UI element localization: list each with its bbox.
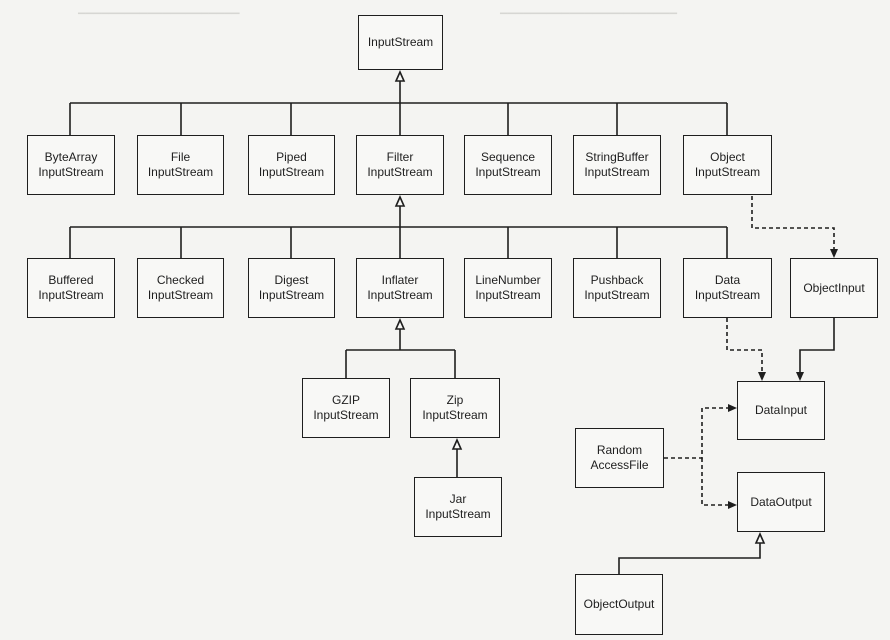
node-sequence-inputstream: Sequence InputStream [464,135,552,195]
extends-connector [799,318,835,373]
node-object-inputstream: Object InputStream [683,135,772,195]
node-label: InputStream [584,165,650,179]
node-label: InputStream [422,408,488,422]
node-label: AccessFile [590,458,649,472]
node-dataoutput: DataOutput [737,472,825,532]
inheritance-arrowhead [451,438,463,450]
node-label: DataOutput [750,494,812,509]
node-label: Pushback [590,273,644,287]
node-label: InputStream [694,288,761,302]
node-label: StringBuffer [585,150,649,164]
implements-connector [751,196,835,250]
node-label: Sequence [480,150,536,164]
inheritance-arrowhead [394,70,406,82]
node-label: InputStream [147,165,214,179]
node-label: InputStream [38,288,104,302]
inheritance-arrowhead [394,195,406,207]
node-label: InputStream [367,288,433,302]
node-label: Jar [449,492,467,506]
inheritance-arrowhead [394,318,406,330]
node-datainput: DataInput [737,381,825,440]
node-label: InputStream [367,165,433,179]
node-checked-inputstream: Checked InputStream [137,258,224,318]
node-label: InputStream [147,288,214,302]
node-digest-inputstream: Digest InputStream [248,258,335,318]
inheritance-arrowhead [754,532,766,544]
extends-arrowhead [796,372,804,381]
node-buffered-inputstream: Buffered InputStream [27,258,115,318]
node-zip-inputstream: Zip InputStream [410,378,500,438]
node-label: InputStream [367,35,434,49]
node-label: ObjectInput [803,280,865,295]
node-label: InputStream [475,165,541,179]
node-label: InputStream [475,288,541,302]
node-label: ByteArray [44,150,98,164]
node-objectoutput: ObjectOutput [575,574,663,635]
node-objectinput: ObjectInput [790,258,878,318]
node-stringbuffer-inputstream: StringBuffer InputStream [573,135,661,195]
inheritance-stem [618,543,761,574]
node-label: GZIP [331,393,360,407]
node-label: LineNumber [475,273,541,287]
node-label: Piped [276,150,307,164]
node-gzip-inputstream: GZIP InputStream [302,378,390,438]
node-piped-inputstream: Piped InputStream [248,135,335,195]
implements-connector [726,318,763,373]
node-label: Random [596,443,643,457]
node-label: InputStream [313,408,379,422]
implements-arrowhead [758,372,766,381]
implements-connector [701,458,729,506]
node-label: Checked [156,273,205,287]
node-label: Buffered [48,273,94,287]
node-linenumber-inputstream: LineNumber InputStream [464,258,552,318]
node-label: ObjectOutput [583,597,655,611]
node-label: InputStream [258,288,325,302]
node-inputstream: InputStream [358,15,443,70]
implements-arrowhead [830,249,838,258]
node-file-inputstream: File InputStream [137,135,224,195]
node-label: Filter [386,150,414,164]
node-bytearray-inputstream: ByteArray InputStream [27,135,115,195]
node-label: Digest [274,273,309,287]
node-label: File [170,150,191,164]
node-label: DataInput [754,403,808,417]
node-label: InputStream [38,165,104,179]
node-inflater-inputstream: Inflater InputStream [356,258,444,318]
bleed-through-artifact: ▔▔▔▔▔▔▔▔▔▔▔▔▔▔▔▔▔▔▔▔▔▔▔ [500,14,677,25]
node-data-inputstream: Data InputStream [683,258,772,318]
implements-connector [664,407,729,459]
implements-arrowhead [728,404,737,412]
node-jar-inputstream: Jar InputStream [414,477,502,537]
node-label: InputStream [584,288,650,302]
node-label: Inflater [381,273,419,287]
node-label: InputStream [694,165,761,179]
node-label: Object [710,150,745,164]
implements-arrowhead [728,501,737,509]
node-random-accessfile: Random AccessFile [575,428,664,488]
node-pushback-inputstream: Pushback InputStream [573,258,661,318]
node-label: InputStream [425,507,491,521]
node-label: Data [714,273,741,287]
node-label: InputStream [258,165,325,179]
bleed-through-artifact: ▔▔▔▔▔▔▔▔▔▔▔▔▔▔▔▔▔▔▔▔▔ [78,14,240,25]
node-label: Zip [446,393,464,407]
node-filter-inputstream: Filter InputStream [356,135,444,195]
